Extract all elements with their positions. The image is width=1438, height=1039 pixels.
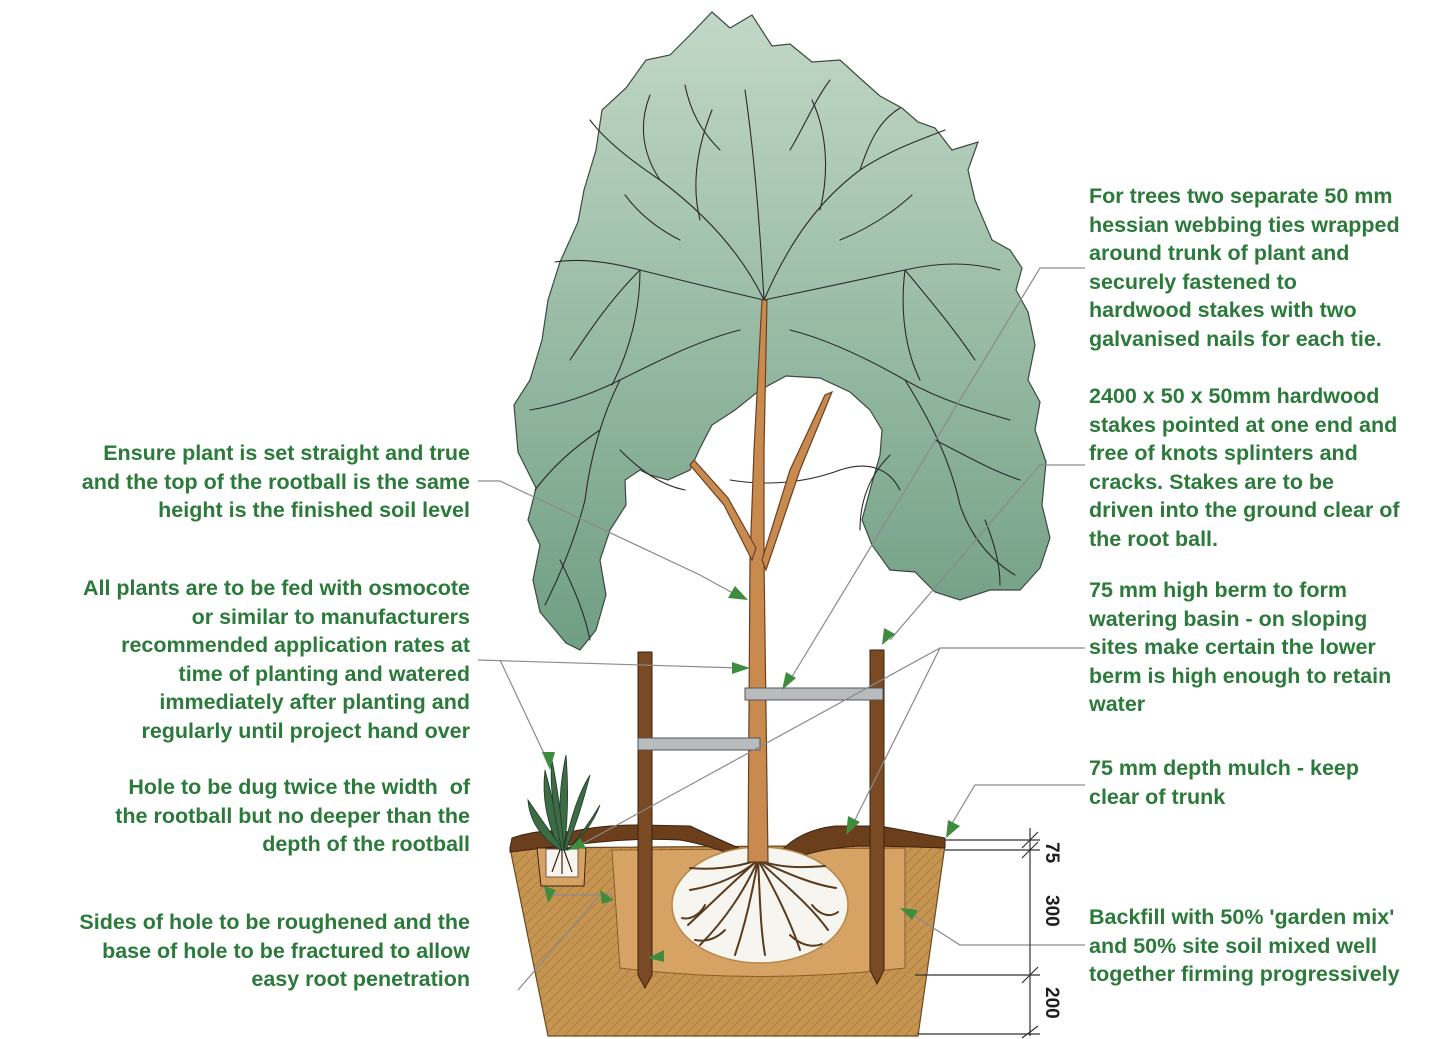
annotation-line: Backfill with 50% 'garden mix' <box>1089 903 1400 932</box>
tree-canopy <box>514 12 1050 650</box>
annotation-line: the rootball but no deeper than the <box>115 802 470 831</box>
dimension-labels: 75 300 200 <box>1041 842 1062 1019</box>
leader-mulch <box>948 785 1085 830</box>
leader-berm-a <box>850 648 1085 830</box>
annotation-line: the root ball. <box>1089 525 1400 554</box>
dim-label-mulch-depth: 75 <box>1041 842 1062 864</box>
annotation-line: depth of the rootball <box>115 830 470 859</box>
annotation-line: Ensure plant is set straight and true <box>82 439 470 468</box>
annotation-line: easy root penetration <box>79 965 470 994</box>
annotation-line: Hole to be dug twice the width of <box>115 773 470 802</box>
annotation-line: watering basin - on sloping <box>1089 605 1391 634</box>
annotation-line: base of hole to be fractured to allow <box>79 937 470 966</box>
annotation-line: and 50% site soil mixed well <box>1089 932 1400 961</box>
stake-left <box>638 652 652 988</box>
annotation-line: berm is high enough to retain <box>1089 662 1391 691</box>
annotation-line: water <box>1089 690 1391 719</box>
annotation-line: regularly until project hand over <box>83 717 470 746</box>
annotation-line: For trees two separate 50 mm <box>1089 182 1400 211</box>
annotation-line: 2400 x 50 x 50mm hardwood <box>1089 382 1400 411</box>
tie-lower <box>638 738 760 750</box>
dim-label-below-rootball: 200 <box>1041 987 1062 1019</box>
annotation-line: immediately after planting and <box>83 688 470 717</box>
annotation-line: 75 mm high berm to form <box>1089 576 1391 605</box>
annotation-line: height is the finished soil level <box>82 496 470 525</box>
annotation-line: together firming progressively <box>1089 960 1400 989</box>
side-branch-left <box>690 460 756 560</box>
annotation-line: Sides of hole to be roughened and the <box>79 908 470 937</box>
annotation-line: All plants are to be fed with osmocote <box>83 574 470 603</box>
annotation-line: 75 mm depth mulch - keep <box>1089 754 1359 783</box>
annotation-line: recommended application rates at <box>83 631 470 660</box>
annotation-line: stakes pointed at one end and <box>1089 411 1400 440</box>
annotation-line: hessian webbing ties wrapped <box>1089 211 1400 240</box>
annotation-line: hardwood stakes with two <box>1089 296 1400 325</box>
annotation-line: sites make certain the lower <box>1089 633 1391 662</box>
arrow-set-straight <box>728 586 748 600</box>
annotation-line: clear of trunk <box>1089 783 1359 812</box>
arrow-mulch <box>946 820 960 838</box>
annotation-line: around trunk of plant and <box>1089 239 1400 268</box>
annotation-line: time of planting and watered <box>83 660 470 689</box>
annotation-line: driven into the ground clear of <box>1089 496 1400 525</box>
canopy-foliage <box>514 12 1050 650</box>
note-backfill: Backfill with 50% 'garden mix'and 50% si… <box>1089 903 1400 989</box>
annotation-line: cracks. Stakes are to be <box>1089 468 1400 497</box>
dim-label-rootball-depth: 300 <box>1041 895 1062 927</box>
annotation-line: securely fastened to <box>1089 268 1400 297</box>
annotation-line: and the top of the rootball is the same <box>82 468 470 497</box>
annotation-line: free of knots splinters and <box>1089 439 1400 468</box>
annotation-line: galvanised nails for each tie. <box>1089 325 1400 354</box>
tie-upper <box>745 688 883 700</box>
arrow-fertiliser-trunk <box>732 662 750 674</box>
annotation-line: or similar to manufacturers <box>83 603 470 632</box>
leader-fertiliser-a <box>478 660 740 668</box>
leader-fertiliser-b <box>500 660 548 762</box>
